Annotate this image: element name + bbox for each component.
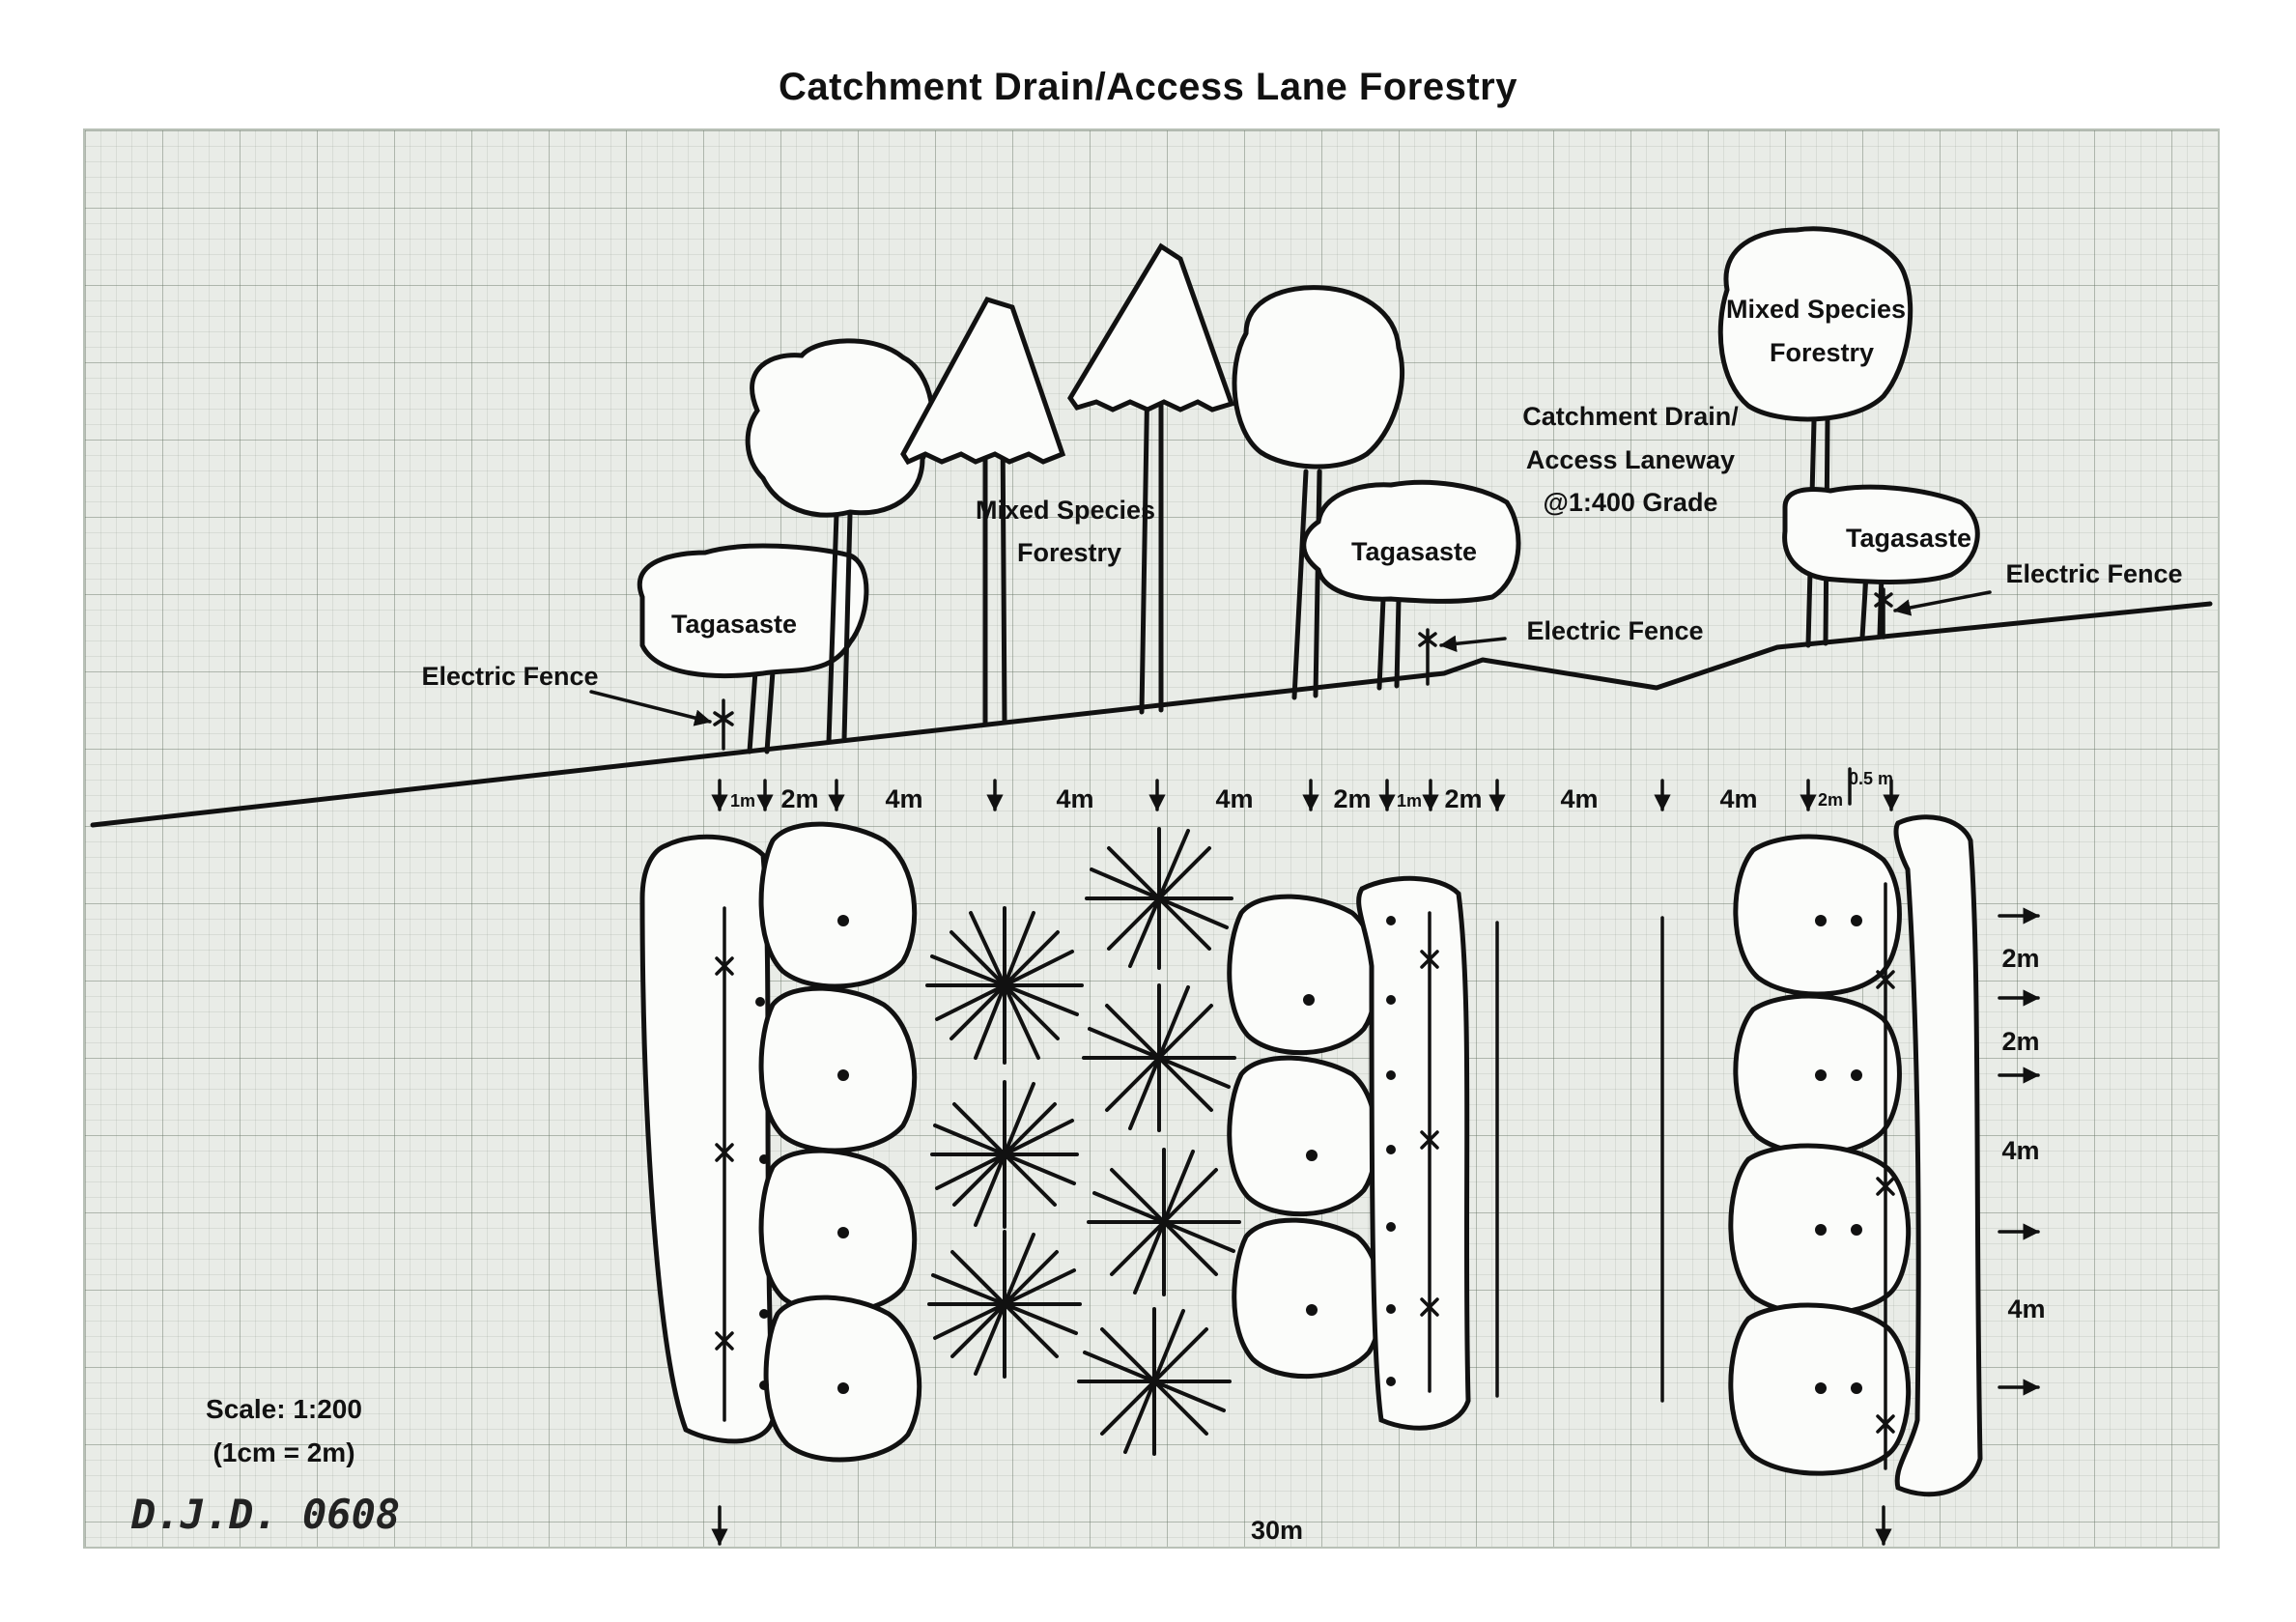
dim-right-4m-b: 4m: [2007, 1295, 2045, 1323]
dim-2m-a: 2m: [780, 784, 818, 813]
broadleaf-canopies-left: [758, 821, 922, 1463]
dim-right-4m-a: 4m: [2001, 1136, 2039, 1165]
fence-posts-middle: [1420, 950, 1439, 1317]
conifer-tree-2: [1067, 242, 1235, 715]
label-electric-fence-middle: Electric Fence: [1526, 616, 1703, 645]
dim-right-2m-b: 2m: [2001, 1027, 2039, 1056]
label-drain-line2: Access Laneway: [1526, 445, 1735, 474]
tagasaste-left: [638, 543, 869, 754]
broadleaf-tree-2: [1232, 285, 1404, 700]
broadleaf-canopies-right: [1728, 834, 1912, 1476]
fence-posts-section: [713, 587, 1893, 751]
tagasaste-dots-middle: [1386, 916, 1396, 1386]
dim-1m-b: 1m: [1397, 791, 1422, 811]
label-electric-fence-right: Electric Fence: [2005, 559, 2182, 588]
section-view: Tagasaste Electric Fence Mixed Species F…: [90, 226, 2213, 828]
label-electric-fence-left: Electric Fence: [421, 662, 598, 691]
label-drain-line1: Catchment Drain/: [1522, 402, 1739, 431]
overall-width-label: 30m: [1251, 1516, 1303, 1545]
dim-1m-a: 1m: [730, 791, 755, 811]
dim-4m-d: 4m: [1560, 784, 1598, 813]
label-mixed-species-right-1: Mixed Species: [1726, 295, 1906, 324]
dim-4m-c: 4m: [1215, 784, 1253, 813]
dim-4m-b: 4m: [1056, 784, 1093, 813]
label-mixed-species-center-1: Mixed Species: [976, 496, 1155, 525]
tagasaste-middle: [1301, 479, 1521, 691]
pine-canopies: [925, 827, 1241, 1456]
dim-2m-d: 2m: [1818, 790, 1843, 810]
right-dimension-ticks: [1998, 907, 2040, 1396]
tagasaste-hedge-middle: [1356, 875, 1471, 1431]
label-tagasaste-left: Tagasaste: [671, 610, 797, 639]
tagasaste-hedge-right: [1893, 814, 1983, 1497]
dim-4m-a: 4m: [885, 784, 922, 813]
author-signature: D.J.D. 0608: [130, 1491, 400, 1538]
tagasaste-dots-left: [755, 997, 769, 1390]
fence-arrow-middle: [1439, 635, 1507, 653]
label-tagasaste-right: Tagasaste: [1846, 524, 1971, 553]
dim-2m-b: 2m: [1333, 784, 1371, 813]
fence-arrow-right: [1893, 590, 1992, 616]
tagasaste-hedge-left: [639, 834, 776, 1444]
fence-posts-left: [715, 956, 734, 1351]
dim-right-2m-a: 2m: [2001, 944, 2039, 973]
fence-posts-right: [1876, 970, 1895, 1434]
broadleaf-canopies-middle: [1227, 894, 1384, 1380]
diagram-title: Catchment Drain/Access Lane Forestry: [779, 66, 1517, 108]
label-mixed-species-center-2: Forestry: [1017, 538, 1121, 567]
dimension-row: 1m 2m 4m 4m 4m 2m 1m 2m 4m 4m 2m 0.5 m: [711, 767, 1900, 813]
scale-equivalence: (1cm = 2m): [213, 1437, 354, 1467]
plan-view: 2m 2m 4m 4m 30m: [639, 814, 2046, 1546]
label-drain-line3: @1:400 Grade: [1544, 488, 1718, 517]
dim-half-m: 0.5 m: [1849, 769, 1893, 788]
conifer-tree-1: [900, 297, 1066, 727]
tagasaste-right: [1782, 484, 1980, 640]
label-tagasaste-middle: Tagasaste: [1351, 537, 1477, 566]
broadleaf-tree-1: [745, 338, 935, 745]
ground-line: [90, 601, 2213, 828]
dim-2m-c: 2m: [1444, 784, 1482, 813]
scale-label: Scale: 1:200: [206, 1394, 362, 1424]
dim-4m-e: 4m: [1719, 784, 1757, 813]
dimension-ticks: [711, 767, 1900, 811]
label-mixed-species-right-2: Forestry: [1770, 338, 1874, 367]
fence-arrow-left: [589, 690, 712, 726]
